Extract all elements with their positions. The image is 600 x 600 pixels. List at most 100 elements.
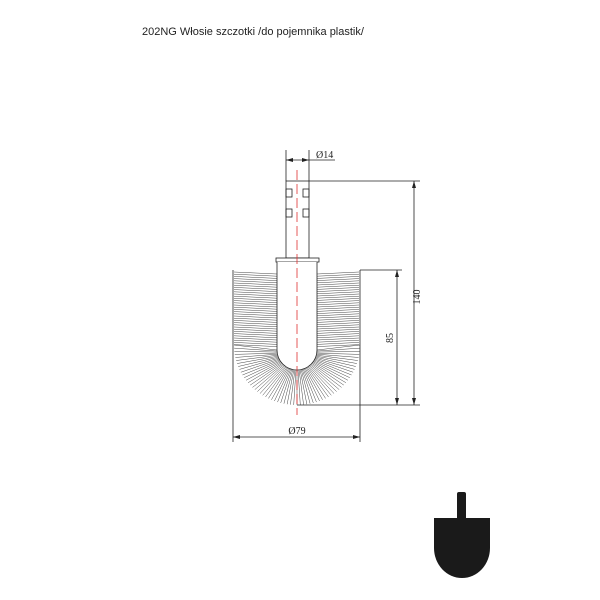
bristle (306, 367, 329, 398)
bristle (316, 280, 360, 284)
bristle (316, 353, 359, 358)
bristle (304, 368, 323, 400)
bristle (316, 309, 360, 312)
bristle (280, 369, 293, 404)
bristles (233, 271, 361, 405)
stem (285, 180, 310, 259)
bristle (316, 342, 360, 345)
bristle (233, 333, 278, 336)
bristle (245, 361, 281, 381)
bristle (233, 324, 278, 328)
bristle (313, 361, 349, 381)
bristle (308, 366, 335, 394)
stem-slot (285, 188, 293, 198)
bristle (233, 291, 278, 295)
bristle (259, 366, 286, 394)
bristle (316, 282, 360, 286)
bristle (316, 300, 360, 303)
stem-slot (285, 208, 293, 218)
bristle (235, 353, 278, 358)
bristle (303, 368, 320, 402)
bristle (313, 360, 350, 378)
bristle (233, 326, 278, 330)
bristle (316, 328, 360, 332)
bristle (277, 368, 292, 403)
bristle (268, 367, 289, 399)
bristle (301, 369, 314, 404)
bristle (290, 369, 296, 405)
product-photo (434, 492, 490, 578)
bristle (310, 363, 342, 388)
bristle (233, 298, 278, 301)
bristle (316, 289, 360, 292)
bristle (271, 368, 290, 400)
bristle (242, 359, 280, 376)
bristle (233, 304, 278, 308)
bristle (316, 347, 360, 352)
bristle (234, 347, 278, 352)
bristle (316, 322, 360, 325)
bristle (299, 369, 308, 405)
bristle (310, 364, 340, 390)
bristle (233, 280, 278, 284)
bristle (316, 313, 360, 317)
bristle (252, 363, 284, 388)
bristle (262, 366, 287, 396)
bristle (233, 278, 278, 281)
brush-height-label: 85 (385, 333, 396, 343)
bristle (307, 366, 332, 396)
bristle (316, 333, 360, 336)
bristle (233, 276, 278, 279)
bristle (316, 284, 360, 288)
bristle (315, 356, 356, 367)
bristle (316, 354, 358, 361)
brush-diameter-label: Ø79 (288, 426, 305, 437)
bristle (233, 293, 278, 297)
bristle (265, 367, 288, 398)
bristle (233, 289, 278, 292)
bristle (316, 326, 360, 330)
bristle (233, 339, 278, 343)
stem-diameter-label: Ø14 (316, 150, 333, 161)
bristle (314, 359, 352, 376)
bristle (233, 302, 278, 306)
bristle (297, 369, 301, 405)
bristle (234, 351, 278, 353)
bristle (234, 352, 278, 355)
bristle (233, 282, 278, 286)
bristle (233, 344, 278, 351)
bristle (233, 331, 278, 334)
bristle (316, 320, 360, 323)
bristle (315, 355, 357, 364)
bristle (316, 311, 360, 314)
bristle (233, 273, 278, 277)
bristle (316, 291, 360, 295)
bristle (316, 337, 360, 341)
bristle (316, 304, 360, 308)
bristle (233, 300, 278, 303)
bristle (286, 369, 295, 405)
bristle (233, 295, 278, 299)
bristle (257, 365, 285, 392)
bristle (316, 317, 360, 321)
bristle (302, 368, 317, 403)
bristle (298, 369, 304, 405)
bristle (316, 287, 360, 290)
bristle (233, 271, 278, 275)
bristle (283, 369, 294, 404)
bristle (233, 322, 278, 325)
bristle (316, 298, 360, 301)
bristle (233, 313, 278, 317)
bristle (316, 293, 360, 297)
bristle (316, 331, 360, 334)
drawing-title: 202NG Włosie szczotki /do pojemnika plas… (142, 26, 364, 38)
bristle (233, 317, 278, 321)
bristle (312, 362, 347, 383)
bristle (240, 358, 280, 373)
bristle (316, 335, 360, 339)
bristle (233, 309, 278, 312)
bristle (316, 302, 360, 306)
bristle (236, 354, 278, 361)
